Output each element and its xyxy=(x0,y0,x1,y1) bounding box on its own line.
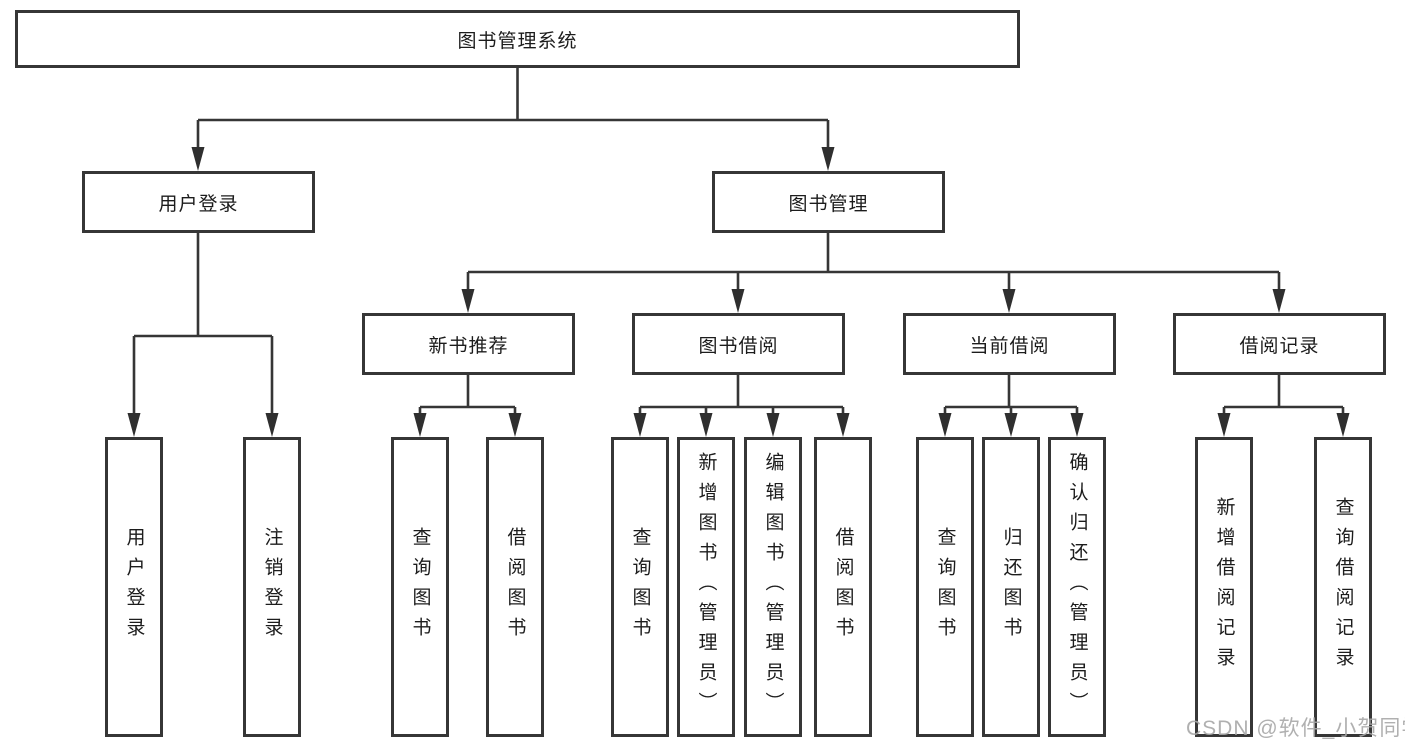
leaf-query-books-recommend: 查询图书 xyxy=(391,437,449,737)
arrowhead xyxy=(699,413,713,437)
arrowhead xyxy=(1336,413,1350,437)
arrowhead xyxy=(461,289,475,313)
arrowhead xyxy=(191,147,205,171)
csdn-watermark: CSDN @软件_小贺同学 xyxy=(1186,717,1405,740)
leaf-confirm-return-admin: 确认归还（管理员） xyxy=(1048,437,1106,737)
arrowhead xyxy=(1217,413,1231,437)
arrowhead xyxy=(265,413,279,437)
leaf-logout: 注销登录 xyxy=(243,437,301,737)
node-borrow-records: 借阅记录 xyxy=(1173,313,1386,375)
arrowhead xyxy=(731,289,745,313)
leaf-borrow-book: 借阅图书 xyxy=(814,437,872,737)
arrowhead xyxy=(1272,289,1286,313)
arrowhead xyxy=(1004,413,1018,437)
arrowhead xyxy=(413,413,427,437)
leaf-query-borrow-record: 查询借阅记录 xyxy=(1314,437,1372,737)
leaf-borrow-books-recommend: 借阅图书 xyxy=(486,437,544,737)
leaf-user-login: 用户登录 xyxy=(105,437,163,737)
leaf-query-books-borrow: 查询图书 xyxy=(611,437,669,737)
arrowhead xyxy=(821,147,835,171)
arrowhead xyxy=(1070,413,1084,437)
node-root: 图书管理系统 xyxy=(15,10,1020,68)
leaf-return-book: 归还图书 xyxy=(982,437,1040,737)
arrowhead xyxy=(836,413,850,437)
arrowhead xyxy=(127,413,141,437)
node-book-management: 图书管理 xyxy=(712,171,945,233)
leaf-add-borrow-record: 新增借阅记录 xyxy=(1195,437,1253,737)
node-user-login: 用户登录 xyxy=(82,171,315,233)
node-book-borrow: 图书借阅 xyxy=(632,313,845,375)
leaf-query-books-current: 查询图书 xyxy=(916,437,974,737)
arrowhead xyxy=(508,413,522,437)
leaf-add-book-admin: 新增图书（管理员） xyxy=(677,437,735,737)
arrowhead xyxy=(938,413,952,437)
node-current-borrow: 当前借阅 xyxy=(903,313,1116,375)
arrowhead xyxy=(633,413,647,437)
arrowhead xyxy=(766,413,780,437)
leaf-edit-book-admin: 编辑图书（管理员） xyxy=(744,437,802,737)
arrowhead xyxy=(1002,289,1016,313)
node-new-book-recommend: 新书推荐 xyxy=(362,313,575,375)
